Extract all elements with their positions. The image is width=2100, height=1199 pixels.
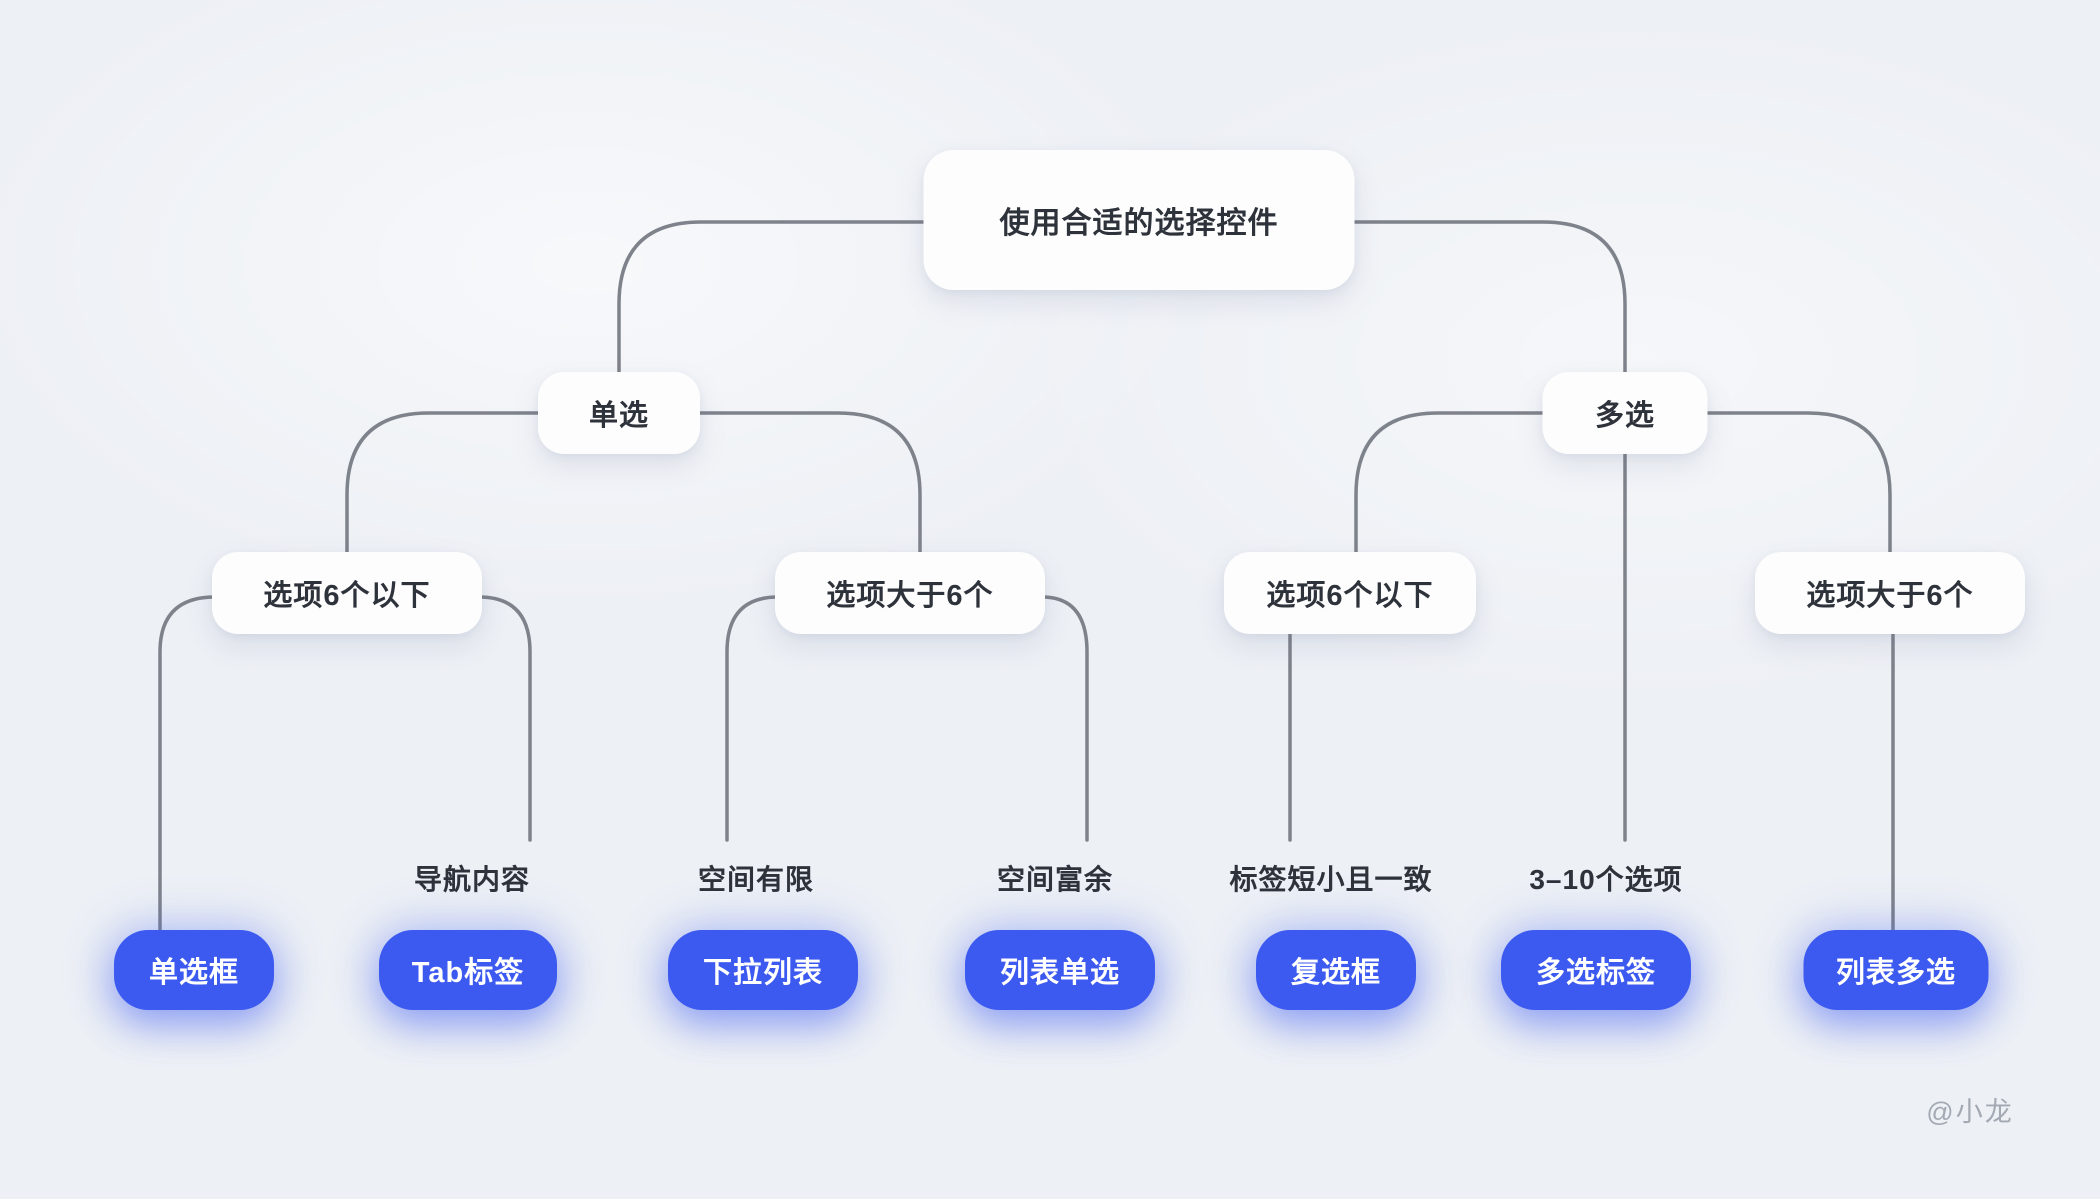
connector-root-to-single [617,220,926,374]
connector-multi-to-few [1354,411,1545,554]
leaf-dropdown-list: 下拉列表 [668,930,858,1010]
connector-many-to-dropdown [725,595,780,842]
connector-few-to-radio [158,595,217,932]
annotation-space-ample: 空间富余 [996,864,1114,895]
connector-multi-to-many [1706,411,1892,554]
node-single-many-options: 选项大于6个 [775,552,1045,634]
annotation-space-limited: 空间有限 [697,864,815,895]
leaf-list-single-select: 列表单选 [965,930,1155,1010]
node-multi-few-options: 选项6个以下 [1224,552,1476,634]
connector-single-to-few [345,411,540,554]
annotation-3-to-10-options: 3–10个选项 [1529,864,1683,895]
leaf-multi-select-tags: 多选标签 [1501,930,1691,1010]
node-multi-select: 多选 [1542,372,1708,454]
node-single-few-options: 选项6个以下 [212,552,482,634]
connector-root-to-multi [1353,220,1627,374]
node-root: 使用合适的选择控件 [923,150,1355,290]
connector-single-to-many [698,411,922,554]
annotation-labels-short-consistent: 标签短小且一致 [1229,864,1433,895]
leaf-checkbox: 复选框 [1256,930,1416,1010]
connector-many-to-listsingle [1040,595,1089,842]
watermark: @小龙 [1926,1097,2014,1127]
annotation-navigation-content: 导航内容 [413,864,531,895]
connector-few-to-tab [477,595,532,842]
leaf-radio-button: 单选框 [114,930,274,1010]
leaf-tab-labels: Tab标签 [379,930,557,1010]
leaf-list-multi-select: 列表多选 [1803,930,1989,1010]
node-single-select: 单选 [538,372,700,454]
node-multi-many-options: 选项大于6个 [1755,552,2025,634]
